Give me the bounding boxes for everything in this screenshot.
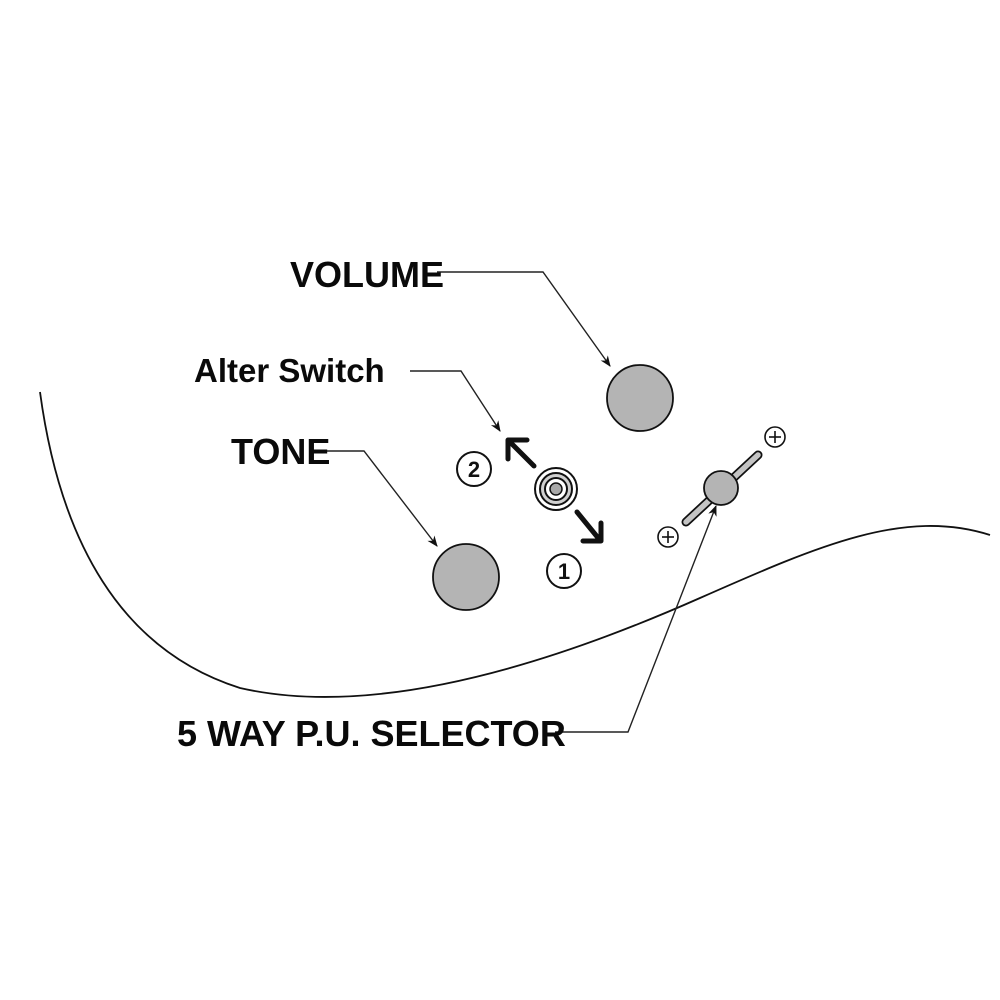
alter-switch[interactable]: [534, 467, 578, 511]
tone-knob[interactable]: [432, 543, 500, 611]
direction-arrow-1: [574, 509, 604, 544]
tone-label: TONE: [231, 431, 330, 472]
position-2-marker: 2: [456, 451, 492, 487]
selector-leader: [555, 504, 717, 733]
screw-lower: [657, 526, 679, 548]
screw-upper: [764, 426, 786, 448]
alter-switch-leader: [410, 370, 501, 432]
volume-label: VOLUME: [290, 254, 444, 295]
body-outline: [39, 391, 991, 698]
direction-arrow-2: [505, 437, 537, 469]
tone-leader: [322, 450, 438, 547]
position-1-marker: 1: [546, 553, 582, 589]
volume-leader: [437, 271, 611, 367]
svg-text:1: 1: [558, 559, 570, 584]
volume-knob[interactable]: [606, 364, 674, 432]
selector-switch[interactable]: [681, 450, 763, 527]
selector-label: 5 WAY P.U. SELECTOR: [177, 713, 566, 754]
alter-switch-label: Alter Switch: [194, 352, 385, 389]
svg-text:2: 2: [468, 457, 480, 482]
